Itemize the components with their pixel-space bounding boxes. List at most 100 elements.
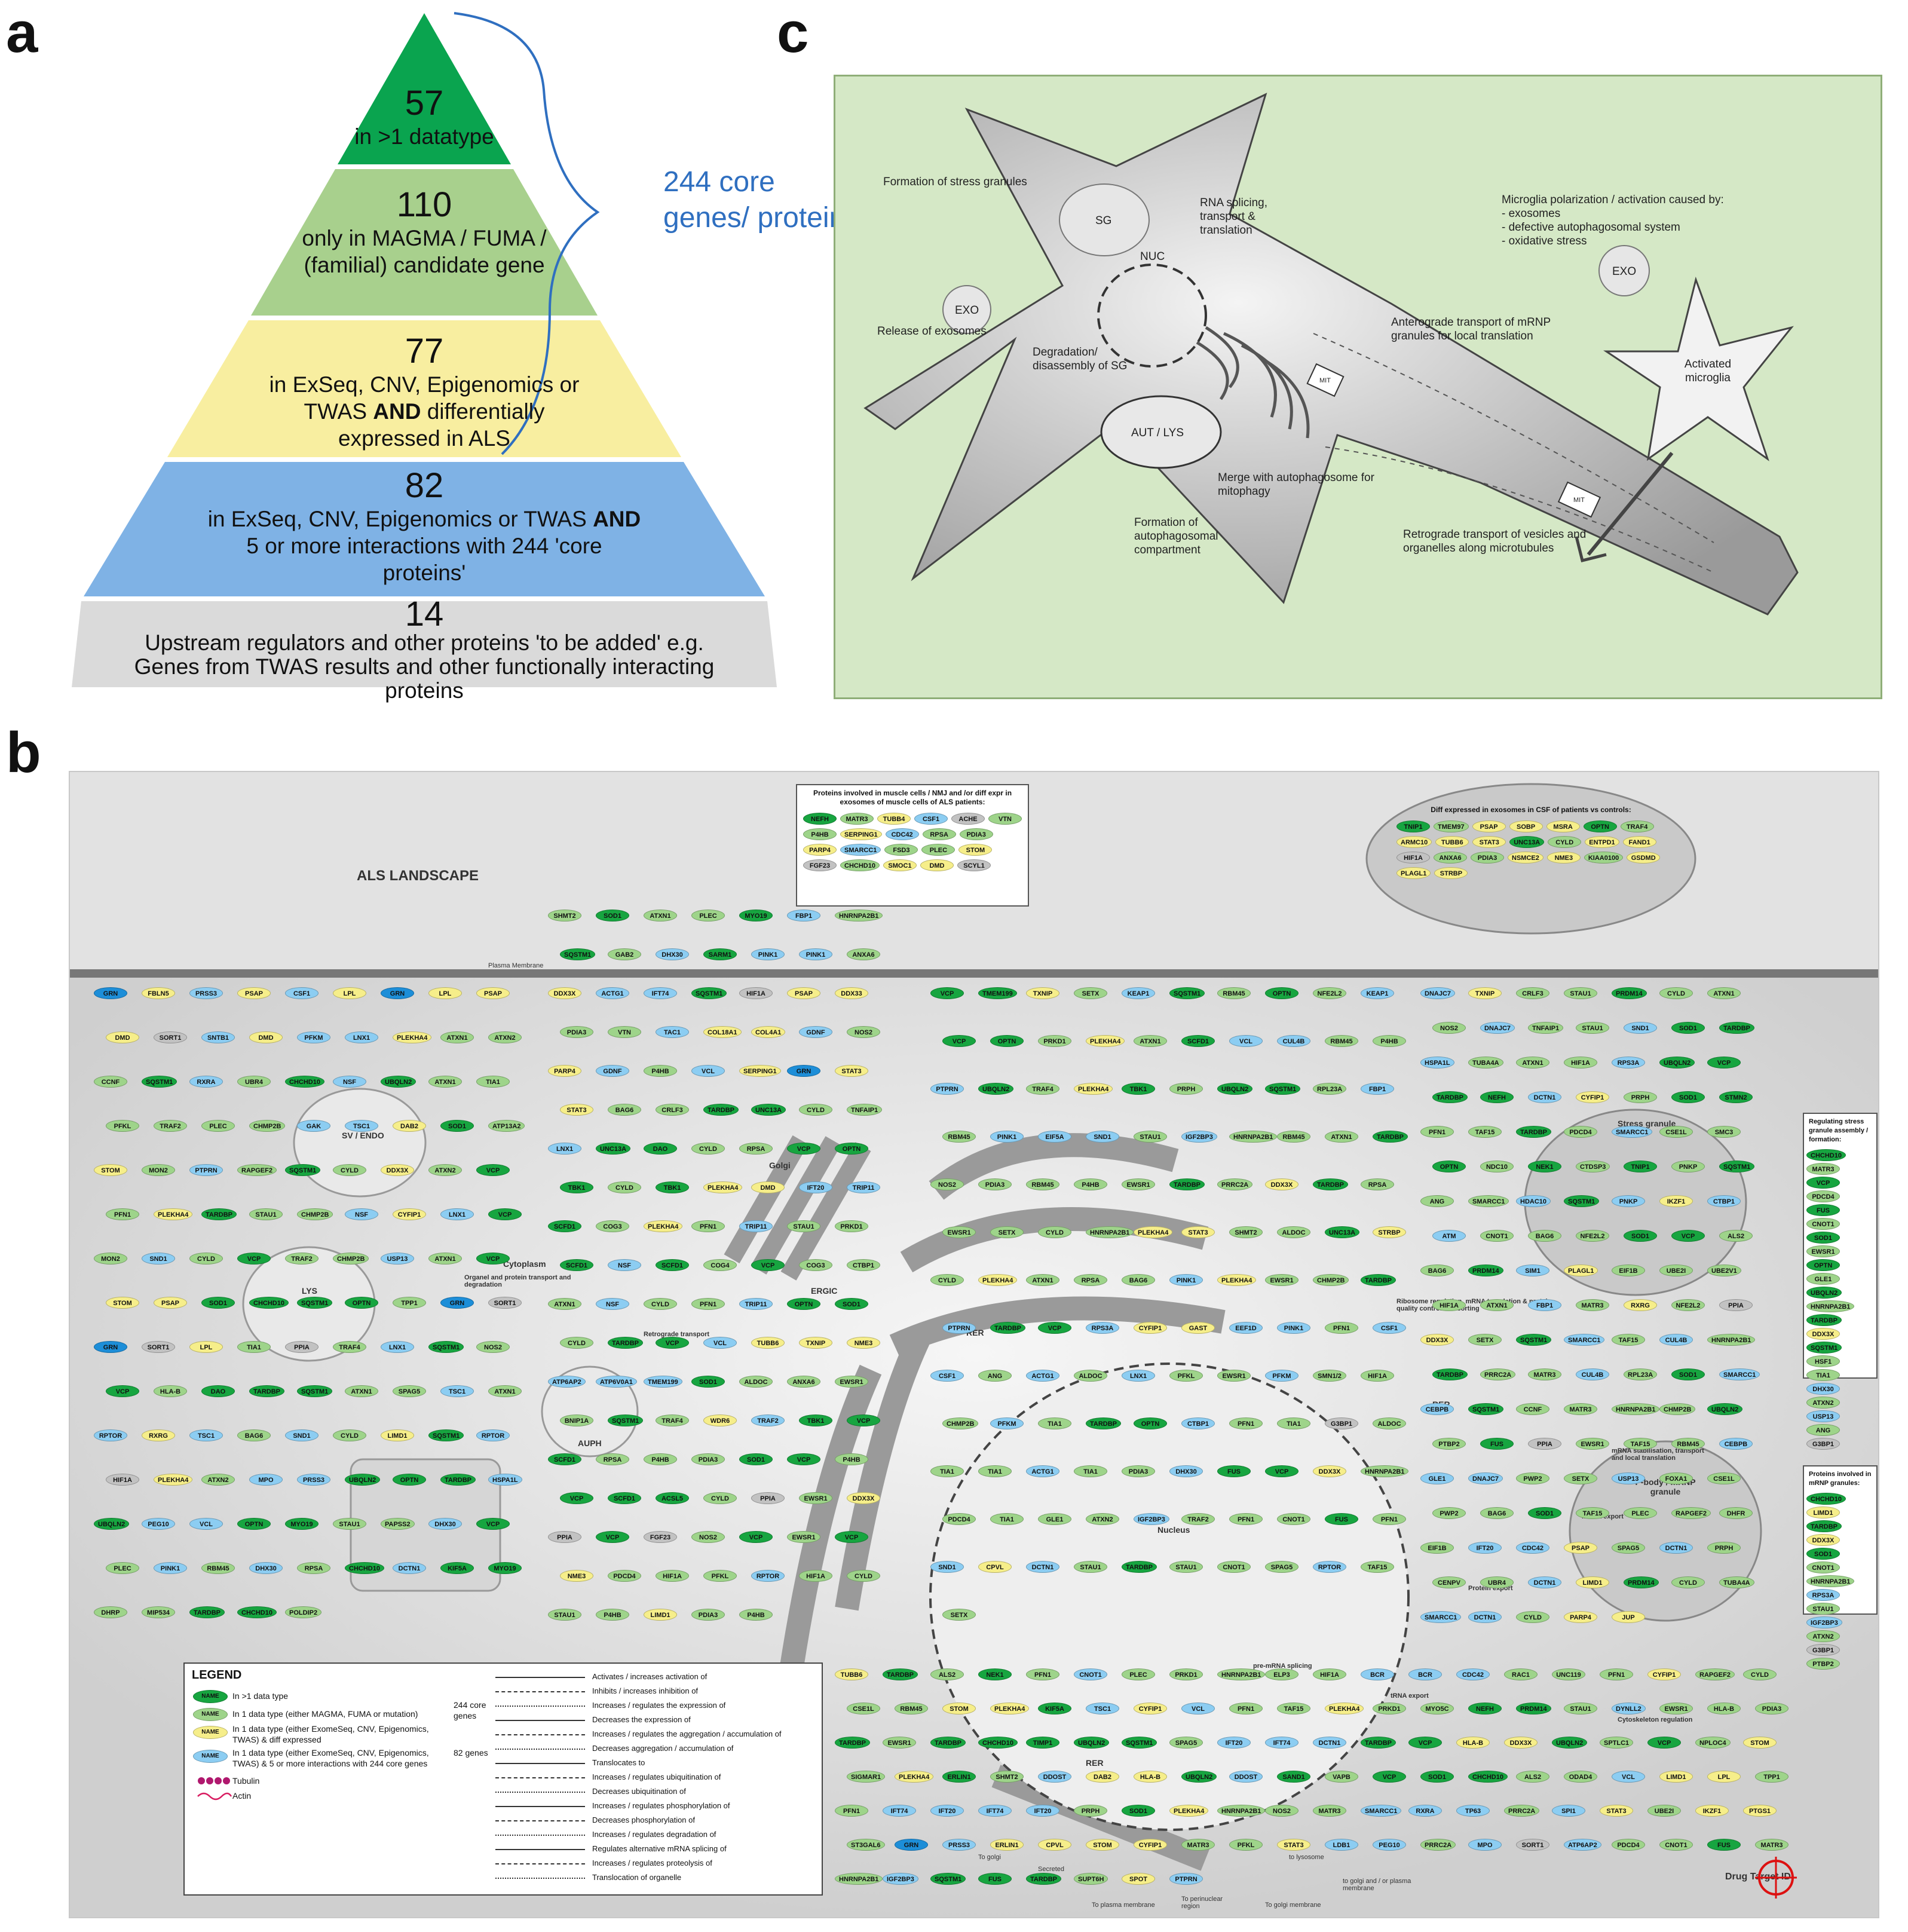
stress-node-tia1: TIA1 — [1806, 1369, 1840, 1381]
protein-node-ctbp1: CTBP1 — [1707, 1195, 1741, 1207]
legend-arrow-icon — [495, 1719, 585, 1721]
protein-node-lnx1: LNX1 — [1122, 1370, 1155, 1382]
protein-node-cyld: CYLD — [847, 1570, 880, 1582]
protein-node-cyfip1: CYFIP1 — [1134, 1703, 1167, 1714]
legend-swatch-dark-green: NAME — [193, 1690, 228, 1703]
protein-node-fus: FUS — [1480, 1438, 1514, 1450]
muscle-node-vtn: VTN — [988, 813, 1022, 825]
protein-node-ptprn: PTPRN — [1169, 1873, 1203, 1885]
protein-node-stat3: STAT3 — [1181, 1226, 1215, 1238]
legend: LEGEND NAME In >1 data type NAME In 1 da… — [183, 1662, 823, 1896]
protein-node-vcp: VCP — [1038, 1322, 1071, 1334]
protein-node-dhx30: DHX30 — [249, 1562, 283, 1574]
protein-node-lnx1: LNX1 — [381, 1341, 414, 1353]
mrnp-node-tardbp: TARDBP — [1806, 1520, 1842, 1532]
protein-node-gle1: GLE1 — [1038, 1513, 1071, 1525]
protein-node-prdm14: PRDM14 — [1468, 1264, 1503, 1276]
protein-node-hnrnpa2b1: HNRNPA2B1 — [1707, 1334, 1756, 1346]
protein-node-pink1: PINK1 — [990, 1131, 1024, 1143]
protein-node-vcp: VCP — [942, 1035, 976, 1047]
protein-node-gdnf: GDNF — [799, 1026, 832, 1038]
protein-node-hspa1l: HSPA1L — [1420, 1057, 1454, 1068]
mrnp-node-chchd10: CHCHD10 — [1806, 1493, 1846, 1505]
protein-node-sqstm1: SQSTM1 — [1468, 1403, 1504, 1415]
protein-node-nploc4: NPLOC4 — [1695, 1737, 1731, 1749]
protein-node-tmem199: TMEM199 — [978, 987, 1017, 999]
protein-node-optn: OPTN — [393, 1474, 426, 1486]
protein-node-sod1: SOD1 — [1624, 1230, 1657, 1242]
protein-node-ptbp2: PTBP2 — [1432, 1438, 1466, 1450]
protein-node-scfd1: SCFD1 — [560, 1259, 593, 1271]
protein-node-prph: PRPH — [1707, 1542, 1741, 1554]
protein-node-crlf3: CRLF3 — [1516, 987, 1549, 999]
protein-node-prdm14: PRDM14 — [1612, 987, 1647, 999]
protein-node-prss3: PRSS3 — [297, 1474, 330, 1486]
protein-node-sod1: SOD1 — [835, 1298, 868, 1310]
legend-arrow-icon — [495, 1863, 585, 1864]
exosome-node-unc13a: UNC13A — [1509, 836, 1545, 848]
protein-node-prph: PRPH — [1169, 1083, 1203, 1095]
protein-node-snd1: SND1 — [930, 1561, 964, 1573]
protein-node-csf1: CSF1 — [930, 1370, 964, 1382]
protein-node-nsf: NSF — [345, 1208, 378, 1220]
protein-node-pdia3: PDIA3 — [1755, 1703, 1788, 1714]
protein-node-psap: PSAP — [476, 987, 510, 999]
protein-node-nos2: NOS2 — [1432, 1022, 1466, 1034]
muscle-node-pdia3: PDIA3 — [959, 828, 993, 840]
muscle-node-smarcc1: SMARCC1 — [840, 844, 881, 856]
mrna-stab-label: mRNA stabilisation, transport and local … — [1612, 1447, 1704, 1462]
protein-node-ift20: IFT20 — [930, 1805, 964, 1817]
protein-node-nsf: NSF — [608, 1259, 641, 1271]
protein-node-cpvl: CPVL — [1038, 1839, 1071, 1851]
protein-node-scfd1: SCFD1 — [548, 1453, 581, 1465]
protein-node-vcp: VCP — [476, 1164, 510, 1176]
protein-node-ewsr1: EWSR1 — [942, 1226, 976, 1238]
protein-node-stau1: STAU1 — [1564, 1703, 1597, 1714]
protein-node-tardbp: TARDBP — [608, 1337, 644, 1349]
protein-node-vcl: VCL — [189, 1518, 223, 1530]
protein-node-rptor: RPTOR — [751, 1570, 785, 1582]
protein-node-ddx3x: DDX3X — [381, 1164, 414, 1176]
protein-node-lnx1: LNX1 — [548, 1143, 581, 1155]
protein-node-dctn1: DCTN1 — [1313, 1737, 1346, 1749]
legend-arrow-text: Increases / regulates proteolysis of — [592, 1858, 712, 1867]
protein-node-ift74: IFT74 — [1265, 1737, 1298, 1749]
muscle-node-plec: PLEC — [921, 844, 955, 856]
protein-node-pink1: PINK1 — [751, 948, 785, 960]
protein-node-serping1: SERPING1 — [739, 1065, 781, 1077]
protein-node-pfn1: PFN1 — [1229, 1417, 1263, 1429]
protein-node-kif5a: KIF5A — [1038, 1703, 1071, 1714]
protein-node-grn: GRN — [381, 987, 414, 999]
protein-node-unc13a: UNC13A — [596, 1143, 631, 1155]
protein-node-cebpb: CEBPB — [1420, 1403, 1454, 1415]
protein-node-hnrnpa2b1: HNRNPA2B1 — [1612, 1403, 1660, 1415]
protein-node-fgf23: FGF23 — [644, 1531, 677, 1543]
protein-node-ppia: PPIA — [548, 1531, 581, 1543]
protein-node-stau1: STAU1 — [787, 1220, 820, 1232]
exosome-node-tubb6: TUBB6 — [1435, 836, 1469, 848]
protein-node-nos2: NOS2 — [691, 1531, 725, 1543]
pbody-ellipse — [1569, 1440, 1762, 1622]
protein-node-ldb1: LDB1 — [1325, 1839, 1358, 1851]
protein-node-tp63: TP63 — [1456, 1805, 1490, 1817]
protein-node-vcp: VCP — [1671, 1230, 1705, 1242]
protein-node-pink1: PINK1 — [1169, 1274, 1203, 1286]
label-microglia-item-2: - defective autophagosomal system — [1502, 221, 1680, 234]
protein-node-tsc1: TSC1 — [1086, 1703, 1119, 1714]
legend-arrow-text: Activates / increases activation of — [592, 1672, 708, 1681]
protein-node-usp13: USP13 — [1612, 1472, 1645, 1484]
protein-node-crlf3: CRLF3 — [656, 1104, 689, 1116]
mrnp-node-rps3a: RPS3A — [1806, 1589, 1840, 1601]
protein-node-pfkl: PFKL — [1169, 1370, 1203, 1382]
protein-node-stau1: STAU1 — [249, 1208, 283, 1220]
protein-node-pdia3: PDIA3 — [691, 1609, 725, 1621]
protein-node-tardbp: TARDBP — [1086, 1417, 1122, 1429]
protein-node-tardbp: TARDBP — [1122, 1561, 1157, 1573]
protein-node-ube2i: UBE2I — [1647, 1805, 1681, 1817]
tubulin-icon — [198, 1777, 230, 1784]
protein-node-plekha4: PLEKHA4 — [1169, 1805, 1209, 1817]
protein-node-stom: STOM — [1743, 1737, 1777, 1749]
protein-node-bcr: BCR — [1408, 1668, 1442, 1680]
protein-node-chmp2b: CHMP2B — [1659, 1403, 1696, 1415]
mrnp-node-g3bp1: G3BP1 — [1806, 1644, 1840, 1656]
